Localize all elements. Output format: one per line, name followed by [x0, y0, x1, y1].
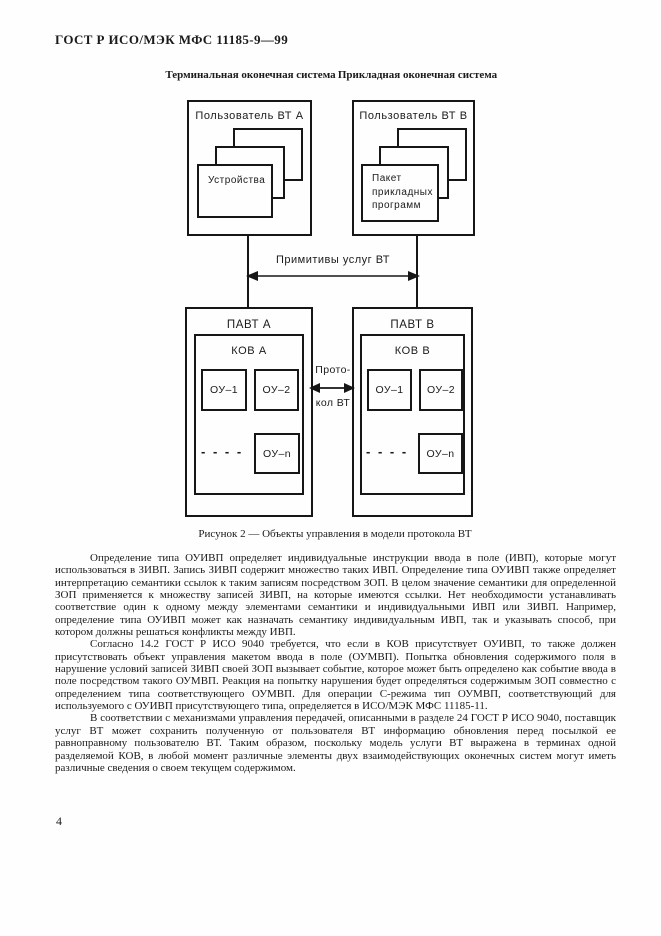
programs-stack-front: Пакет прикладных программ: [361, 164, 439, 222]
figure-caption: Рисунок 2 — Объекты управления в модели …: [198, 528, 472, 540]
standard-number-header: ГОСТ Р ИСО/МЭК МФС 11185-9—99: [55, 32, 289, 47]
page-number: 4: [56, 814, 62, 828]
pavt-b-label: ПАВТ В: [390, 319, 435, 331]
connector-line-left: [247, 236, 249, 307]
body-text: Определение типа ОУИВП определяет индиви…: [55, 552, 616, 774]
application-package-label: Пакет прикладных программ: [372, 173, 433, 211]
connector-line-right: [416, 236, 418, 307]
devices-stack-front: Устройства: [197, 164, 273, 218]
ou-n-b-box: ОУ–n: [418, 433, 463, 474]
application-end-system-title: Прикладная оконечная система: [337, 69, 498, 81]
kov-a-label: КОВ А: [231, 345, 267, 357]
protocol-arrow-icon: [309, 381, 355, 395]
protocol-label-top: Прото-: [315, 364, 351, 376]
ou-2-b-box: ОУ–2: [419, 369, 463, 411]
protocol-label-bottom: кол ВТ: [315, 397, 351, 409]
ou-ellipsis-a: - - - -: [201, 444, 244, 459]
devices-label: Устройства: [208, 175, 266, 186]
ou-n-a-box: ОУ–n: [254, 433, 300, 474]
ou-2-a-box: ОУ–2: [254, 369, 299, 411]
paragraph-1: Определение типа ОУИВП определяет индиви…: [55, 552, 616, 639]
service-primitives-label: Примитивы услуг ВТ: [275, 254, 391, 266]
ou-1-a-box: ОУ–1: [201, 369, 247, 411]
paragraph-3: В соответствии с механизмами управления …: [55, 712, 616, 774]
kov-b-label: КОВ В: [394, 345, 431, 357]
pavt-a-label: ПАВТ А: [226, 319, 272, 331]
paragraph-2: Согласно 14.2 ГОСТ Р ИСО 9040 требуется,…: [55, 638, 616, 713]
service-primitives-arrow-icon: [246, 269, 420, 283]
terminal-end-system-title: Терминальная оконечная система: [165, 69, 336, 81]
vt-user-b-label: Пользователь ВТ В: [359, 110, 468, 122]
ou-1-b-box: ОУ–1: [367, 369, 412, 411]
ou-ellipsis-b: - - - -: [366, 444, 409, 459]
vt-user-a-label: Пользователь ВТ А: [195, 110, 304, 122]
